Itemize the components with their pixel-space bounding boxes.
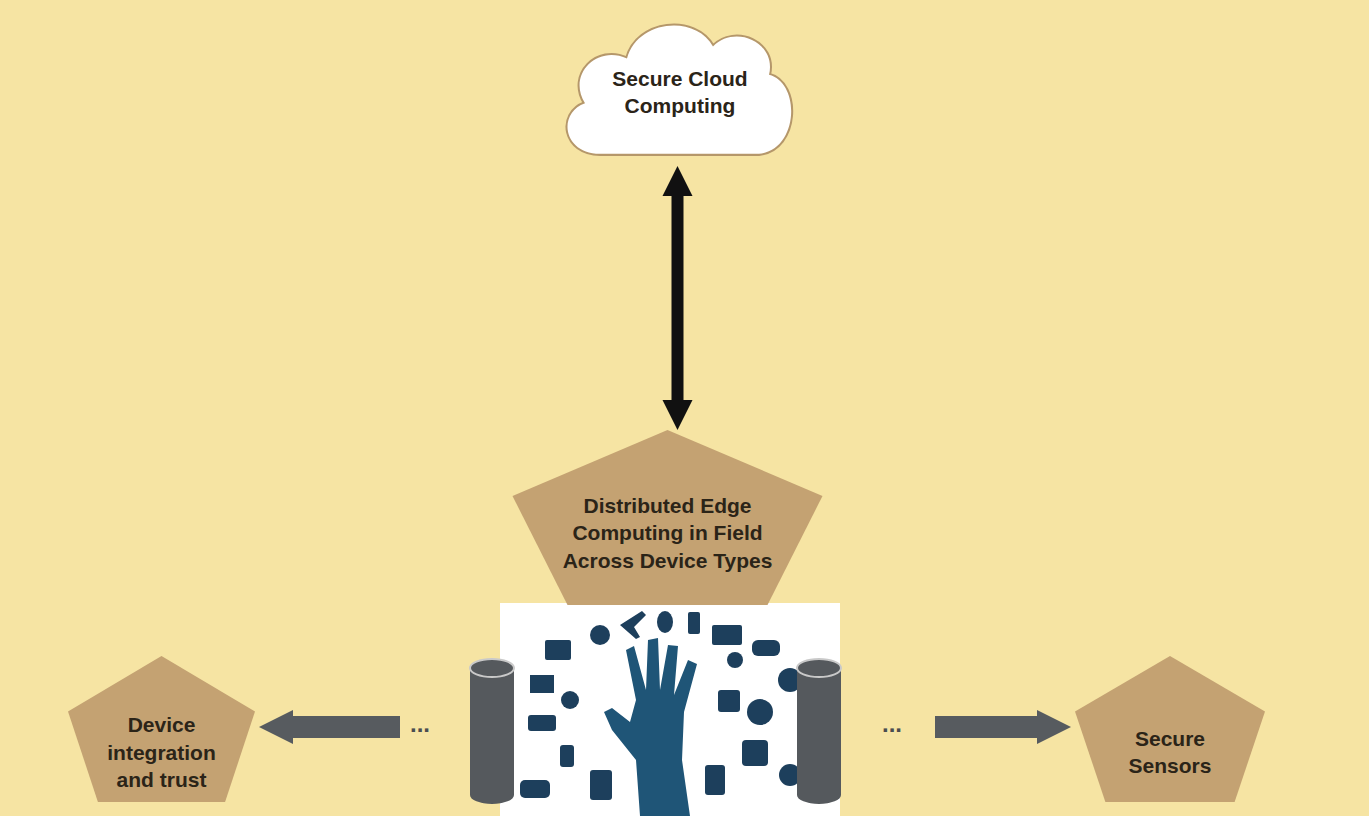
node-label: Secure Sensors [1105, 725, 1235, 780]
cloud-node: Secure Cloud Computing [555, 12, 800, 164]
ellipsis-label: ... [880, 712, 904, 736]
double-arrow [672, 196, 684, 400]
server-cylinder [470, 659, 514, 804]
node-label: Device integration and trust [96, 711, 227, 793]
trust-pentagon: Device integration and trust [68, 656, 255, 802]
sensor-pentagon: Secure Sensors [1075, 656, 1265, 802]
edge-pentagon: Distributed Edge Computing in Field Acro… [400, 430, 935, 816]
node-label: Distributed Edge Computing in Field Acro… [543, 492, 793, 574]
device-picture [500, 603, 840, 816]
flow-arrow [293, 716, 400, 738]
ellipsis-label: ... [408, 712, 432, 736]
node-label: Secure Cloud Computing [605, 65, 755, 120]
flow-arrow [935, 716, 1037, 738]
server-cylinder [797, 659, 841, 804]
node-outline [400, 430, 935, 816]
